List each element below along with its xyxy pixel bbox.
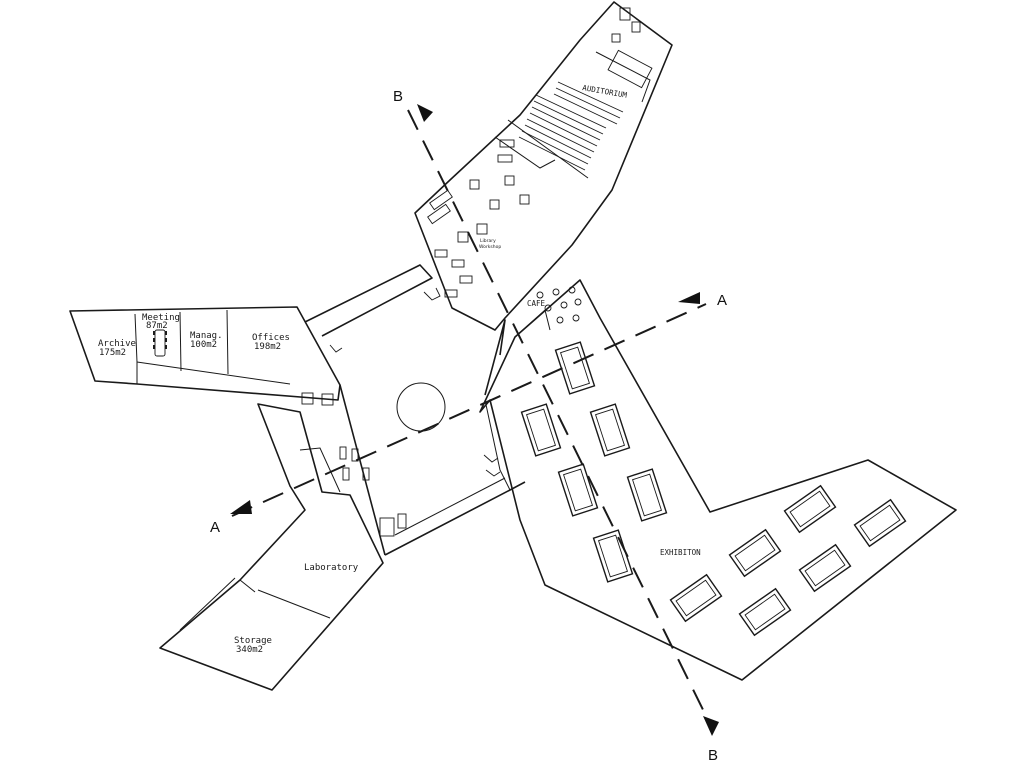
office-wing xyxy=(69,306,341,401)
library-tables xyxy=(427,139,530,298)
section-label-a-end: A xyxy=(717,292,727,309)
section-marker-b-end xyxy=(703,716,719,736)
hub-east-wall xyxy=(484,399,511,491)
management-label: Manag. xyxy=(190,331,223,341)
library-label-line1: Library xyxy=(480,238,496,244)
section-marker-a-start xyxy=(230,500,252,514)
lab-wing-outline xyxy=(159,403,384,691)
stage-wall xyxy=(595,51,651,103)
storage-partition xyxy=(257,589,331,619)
library-divider xyxy=(494,136,556,169)
hub-west-wall xyxy=(339,384,386,556)
lab-storage-wing xyxy=(159,403,384,691)
north-link-walls xyxy=(304,264,433,337)
cafe-counter xyxy=(514,309,551,338)
offices-area: 198m2 xyxy=(254,342,281,352)
hub-south-inner xyxy=(394,477,506,536)
meeting-label: Meeting xyxy=(142,313,180,323)
library-label-line2: Workshop xyxy=(479,244,501,250)
meeting-partition xyxy=(179,311,182,372)
exhibition-wing xyxy=(479,279,957,681)
management-partition xyxy=(226,309,229,375)
auditorium-outline xyxy=(414,1,673,331)
offices-label: Offices xyxy=(252,333,290,343)
exhibition-label: EXHIBITON xyxy=(660,548,701,557)
auditorium-label: AUDITORIUM xyxy=(582,83,629,100)
auditorium-lower-wall xyxy=(507,119,589,179)
lab-split-1 xyxy=(239,579,256,593)
section-line-b xyxy=(407,109,713,729)
archive-label: Archive xyxy=(98,339,136,349)
display-cases xyxy=(520,341,907,637)
auditorium-toilets xyxy=(611,7,641,43)
archive-partition xyxy=(134,313,138,384)
section-label-a-start: A xyxy=(210,519,220,536)
section-marker-b-start xyxy=(417,104,433,122)
office-wing-outline xyxy=(69,306,341,401)
central-hub xyxy=(301,264,526,556)
meeting-table xyxy=(153,329,167,357)
cafe-tables xyxy=(536,286,582,324)
laboratory-label: Laboratory xyxy=(304,563,359,573)
storage-side-wall xyxy=(179,577,236,631)
auditorium-wing xyxy=(414,1,673,331)
section-lines xyxy=(230,104,719,736)
section-letters: B B A A xyxy=(210,88,727,764)
exhibition-outline xyxy=(479,279,957,681)
meeting-area: 87m2 xyxy=(146,321,168,331)
section-label-b-start: B xyxy=(393,88,403,105)
section-marker-a-end xyxy=(678,292,700,304)
lab-inner-wall xyxy=(299,447,341,493)
storage-label: Storage xyxy=(234,636,272,646)
storage-area: 340m2 xyxy=(236,645,263,655)
stage xyxy=(607,49,653,89)
stair-symbols xyxy=(329,287,501,477)
hub-east-edge xyxy=(484,319,506,396)
office-corridor-wall xyxy=(136,361,291,385)
section-label-b-end: B xyxy=(708,747,718,764)
hub-desks xyxy=(301,392,407,537)
auditorium-seating xyxy=(518,81,624,171)
cafe-label: CAFE xyxy=(527,299,546,308)
management-area: 100m2 xyxy=(190,340,217,350)
archive-area: 175m2 xyxy=(99,348,126,358)
section-line-a xyxy=(231,303,707,517)
